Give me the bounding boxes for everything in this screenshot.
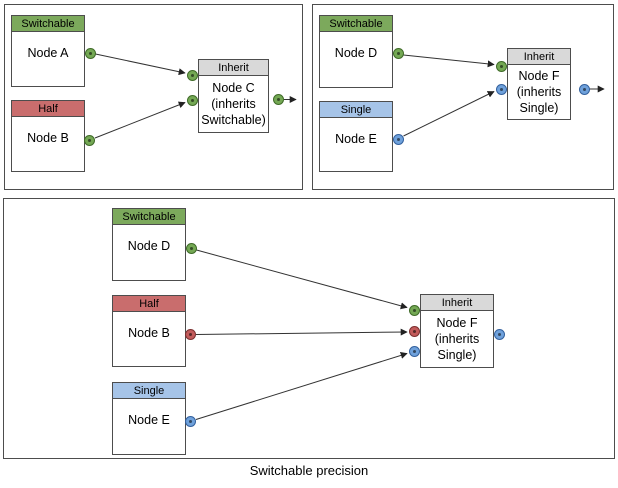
node-f-bottom-output-port [494,328,505,340]
node-e-bottom-output-port [185,416,196,427]
node-f: Inherit Node F (inherits Single) [507,48,571,120]
node-e: Single Node E [319,101,393,172]
node-b-output-port [84,134,95,146]
node-b-bottom-precision-header: Half [113,296,185,312]
node-d-precision-header: Switchable [320,16,392,32]
node-c-input-port-1 [187,69,198,81]
node-f-input-port-2 [496,83,507,95]
panel-bottom [3,198,615,459]
node-c-input-port-2 [187,94,198,106]
node-f-bottom-precision-header: Inherit [421,295,493,311]
figure-caption: Switchable precision [249,463,369,478]
node-d-bottom-precision-header: Switchable [113,209,185,225]
node-b-bottom-label: Node B [128,326,170,340]
node-c-label: Node C (inherits Switchable) [201,81,266,127]
node-f-bottom-input-port-1 [409,304,420,316]
node-a-output-port [85,47,96,59]
node-b-bottom: Half Node B [112,295,186,367]
node-e-bottom-label: Node E [128,413,170,427]
node-e-precision-header: Single [320,102,392,118]
node-f-bottom: Inherit Node F (inherits Single) [420,294,494,368]
node-d-output-port [392,47,404,59]
node-a-precision-header: Switchable [12,16,84,32]
node-b-label: Node B [27,131,69,145]
node-d: Switchable Node D [319,15,393,88]
node-e-bottom: Single Node E [112,382,186,455]
node-c-precision-header: Inherit [199,60,268,76]
node-a: Switchable Node A [11,15,85,87]
node-f-label: Node F (inherits Single) [516,69,562,115]
node-f-precision-header: Inherit [508,49,570,65]
node-b-bottom-output-port [185,329,196,340]
node-e-output-port [392,133,404,145]
node-a-label: Node A [27,46,69,60]
node-c-output-port [273,94,284,105]
node-b: Half Node B [11,100,85,172]
node-f-bottom-input-port-3 [409,346,420,357]
node-f-output-port [578,83,590,95]
node-e-bottom-precision-header: Single [113,383,185,399]
node-e-label: Node E [335,132,377,146]
node-f-bottom-label: Node F (inherits Single) [434,316,480,362]
node-f-bottom-input-port-2 [409,326,420,337]
node-d-bottom-output-port [185,243,197,254]
node-b-precision-header: Half [12,101,84,117]
node-d-label: Node D [334,46,378,60]
node-f-input-port-1 [496,60,507,72]
node-c: Inherit Node C (inherits Switchable) [198,59,269,133]
node-d-bottom: Switchable Node D [112,208,186,281]
node-d-bottom-label: Node D [127,239,171,253]
